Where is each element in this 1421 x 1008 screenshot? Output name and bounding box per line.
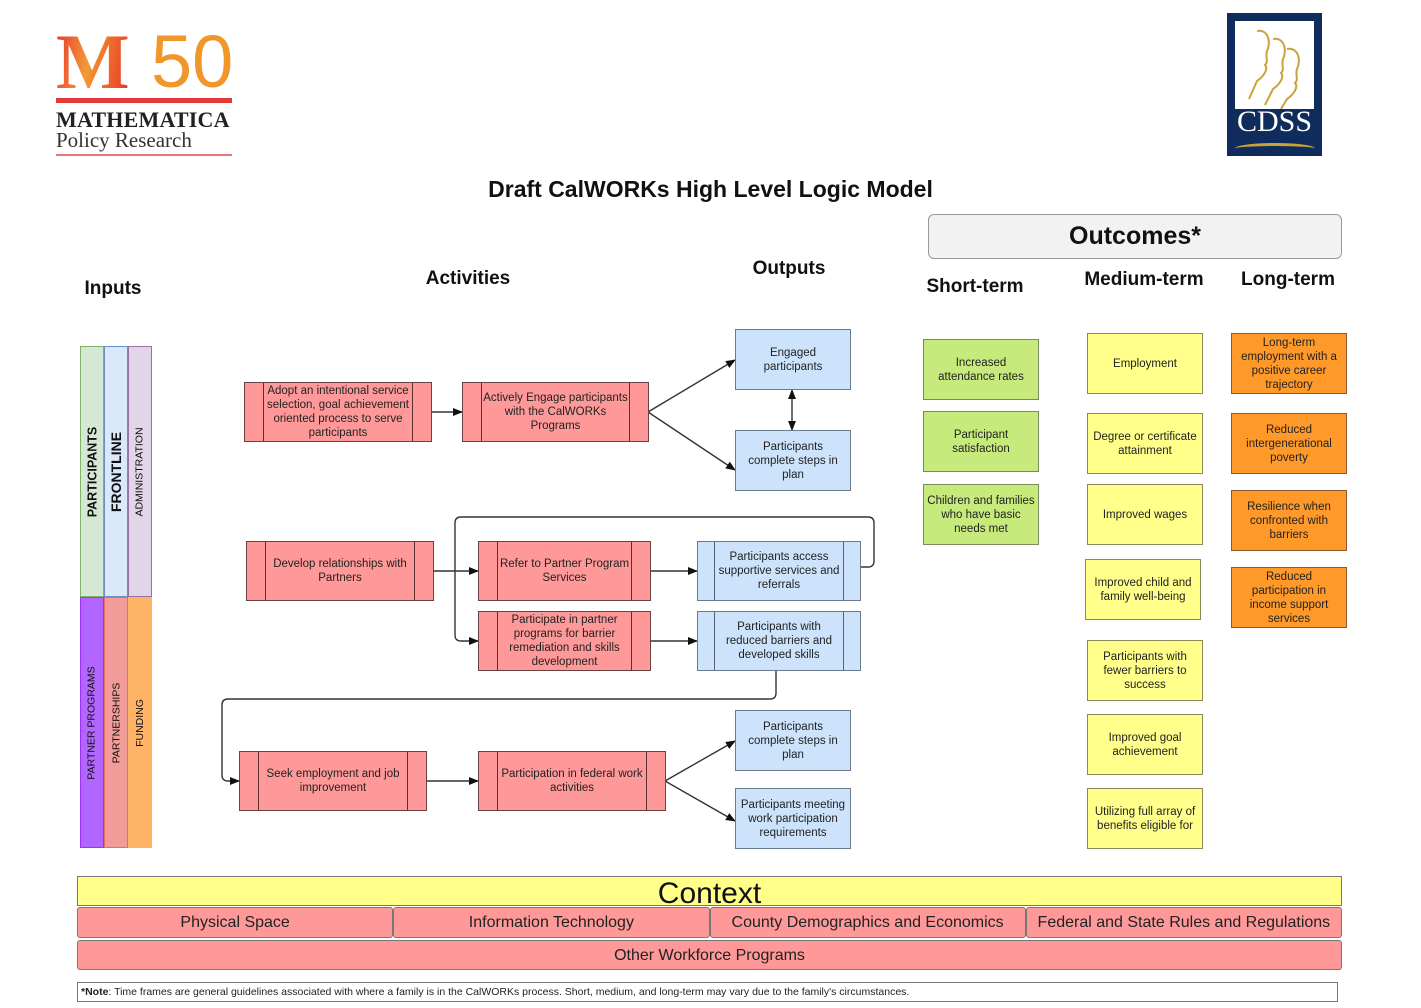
outputs-header: Outputs [752, 258, 826, 279]
arrow-federal-to-meeting [664, 780, 736, 822]
context-header: Context [77, 876, 1342, 910]
long-term-outcome: Resilience when confronted with barriers [1231, 490, 1347, 551]
output-meeting-requirements: Participants meeting work participation … [735, 788, 851, 849]
long-term-header: Long-term [1241, 269, 1335, 290]
activity-participate-partner: Participate in partner programs for barr… [478, 611, 651, 671]
medium-term-outcome: Utilizing full array of benefits eligibl… [1087, 788, 1203, 849]
cdss-logo: CDSS [1227, 13, 1322, 156]
footnote: *Note: Time frames are general guideline… [77, 982, 1338, 1002]
activity-federal-work: Participation in federal work activities [478, 751, 666, 811]
medium-term-outcome: Degree or certificate attainment [1087, 413, 1203, 474]
context-physical-space: Physical Space [77, 907, 394, 938]
medium-term-outcome: Improved wages [1087, 484, 1203, 545]
long-term-outcome: Long-term employment with a positive car… [1231, 333, 1347, 394]
outcomes-header: Outcomes* [928, 214, 1342, 259]
arrow-engage-to-engaged [647, 359, 736, 413]
medium-term-outcome: Improved goal achievement [1087, 714, 1203, 775]
activity-engage-participants: Actively Engage participants with the Ca… [462, 382, 649, 442]
activity-develop-relationships: Develop relationships with Partners [246, 541, 434, 601]
context-county-demographics: County Demographics and Economics [709, 907, 1026, 938]
activities-header: Activities [425, 268, 511, 289]
activity-seek-employment: Seek employment and job improvement [239, 751, 427, 811]
logo-50-mark: 50 [151, 20, 234, 103]
short-term-outcome: Children and families who have basic nee… [923, 484, 1039, 545]
cdss-profiles-icon [1235, 21, 1314, 110]
input-partnerships: PARTNERSHIPS [104, 597, 128, 848]
short-term-header: Short-term [926, 276, 1024, 297]
logo-subtitle: Policy Research [56, 128, 192, 152]
logo-rule [56, 98, 232, 103]
arrow-engage-to-steps [647, 411, 736, 471]
medium-term-outcome: Employment [1087, 333, 1203, 394]
output-complete-steps: Participants complete steps in plan [735, 430, 851, 491]
long-term-outcome: Reduced intergenerational poverty [1231, 413, 1347, 474]
output-complete-steps-2: Participants complete steps in plan [735, 710, 851, 771]
logo-name: MATHEMATICA [56, 107, 230, 132]
footnote-label: *Note [81, 986, 109, 998]
cdss-swoosh [1235, 143, 1315, 154]
medium-term-outcome: Improved child and family well-being [1085, 559, 1201, 620]
context-factors: Physical Space Information Technology Co… [77, 907, 1342, 938]
medium-term-header: Medium-term [1084, 269, 1204, 290]
input-administration: ADMINISTRATION [128, 346, 152, 597]
output-reduced-barriers: Participants with reduced barriers and d… [697, 611, 861, 671]
long-term-outcome: Reduced participation in income support … [1231, 567, 1347, 628]
cdss-wordmark: CDSS [1236, 105, 1313, 138]
mathematica-logo: M 50 MATHEMATICA Policy Research [56, 18, 234, 158]
output-engaged-participants: Engaged participants [735, 329, 851, 390]
context-rules-regulations: Federal and State Rules and Regulations [1025, 907, 1342, 938]
input-participants: PARTICIPANTS [80, 346, 104, 597]
activity-adopt-process: Adopt an intentional service selection, … [244, 382, 432, 442]
short-term-outcome: Participant satisfaction [923, 411, 1039, 472]
short-term-outcome: Increased attendance rates [923, 339, 1039, 400]
context-other-workforce: Other Workforce Programs [77, 940, 1342, 970]
logo-m-mark: M [56, 18, 130, 105]
activity-refer-partner: Refer to Partner Program Services [478, 541, 651, 601]
inputs-header: Inputs [84, 278, 142, 299]
arrow-federal-to-steps [664, 740, 736, 782]
medium-term-outcome: Participants with fewer barriers to succ… [1087, 640, 1203, 701]
input-funding: FUNDING [128, 597, 152, 848]
input-partner-programs: PARTNER PROGRAMS [80, 597, 104, 848]
page-title: Draft CalWORKs High Level Logic Model [488, 176, 933, 202]
logo-rule-bottom [56, 154, 232, 156]
input-frontline: FRONTLINE [104, 346, 128, 597]
context-information-technology: Information Technology [393, 907, 710, 938]
footnote-text: : Time frames are general guidelines ass… [108, 986, 910, 998]
output-access-services: Participants access supportive services … [697, 541, 861, 601]
